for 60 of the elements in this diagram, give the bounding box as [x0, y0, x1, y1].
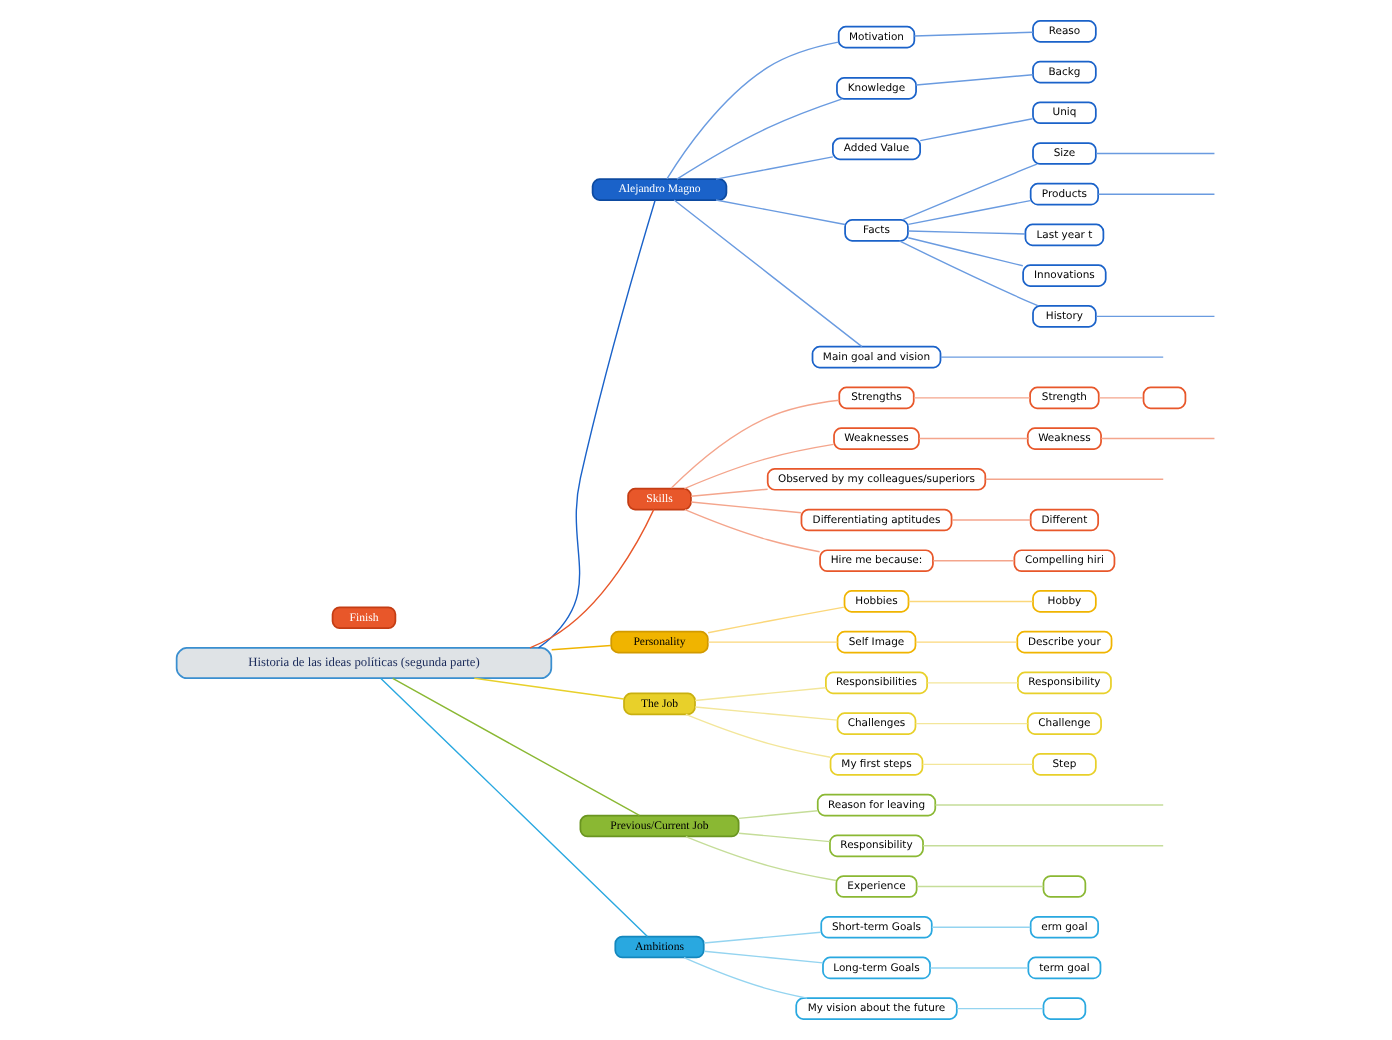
connector — [940, 356, 1164, 358]
connector — [907, 230, 1026, 235]
connector — [929, 967, 1029, 969]
connector — [690, 501, 802, 514]
connector — [550, 644, 612, 651]
connector — [685, 713, 832, 758]
connector — [926, 682, 1019, 684]
connector — [898, 240, 1039, 307]
connector — [921, 763, 1034, 766]
connector — [913, 31, 1034, 37]
connector — [738, 832, 831, 843]
node-box — [1042, 875, 1087, 898]
connector — [908, 600, 1034, 603]
connector — [715, 156, 834, 180]
connector — [1098, 397, 1144, 399]
connector — [715, 199, 846, 226]
connector — [694, 706, 839, 721]
connector — [473, 677, 625, 700]
connector — [673, 199, 863, 348]
connector — [666, 41, 839, 180]
connector — [537, 199, 656, 649]
connector — [707, 641, 839, 643]
connector — [922, 845, 1164, 847]
connector — [380, 677, 649, 938]
connector — [902, 163, 1038, 221]
connector — [685, 835, 837, 882]
connector — [683, 443, 835, 490]
connector — [951, 519, 1032, 521]
connector — [1097, 193, 1216, 195]
connector — [919, 118, 1034, 142]
connector — [918, 437, 1029, 440]
connector — [703, 931, 822, 944]
connector — [683, 956, 808, 999]
connector — [916, 885, 1045, 888]
connector — [707, 606, 845, 634]
connector — [915, 74, 1034, 86]
connector — [684, 508, 821, 553]
connector — [956, 1007, 1044, 1010]
connector — [934, 804, 1164, 806]
connector — [738, 810, 819, 820]
connector — [914, 722, 1029, 725]
connector — [913, 397, 1031, 399]
connector — [529, 508, 655, 649]
connector — [907, 237, 1024, 267]
connector — [914, 641, 1018, 643]
node-box — [1142, 386, 1187, 410]
connector — [984, 478, 1164, 480]
connector — [694, 687, 827, 702]
node-box — [1042, 997, 1087, 1021]
connector — [1095, 152, 1216, 155]
connector — [907, 199, 1032, 226]
connector — [670, 399, 840, 489]
connector — [931, 926, 1031, 928]
connector — [932, 560, 1015, 562]
connector — [676, 98, 843, 180]
connector — [392, 677, 641, 817]
connector — [1095, 315, 1216, 318]
connector — [690, 488, 769, 497]
connector — [703, 950, 824, 964]
connector — [1100, 437, 1216, 440]
